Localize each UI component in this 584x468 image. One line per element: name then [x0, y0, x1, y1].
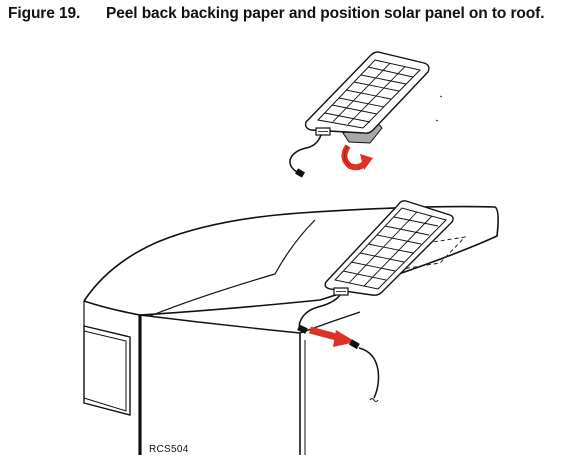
vehicle-body	[83, 205, 499, 455]
placement-outline	[401, 236, 467, 270]
front-window	[83, 325, 131, 416]
panel-cable	[289, 134, 322, 173]
solar-panel-peeling	[289, 51, 443, 178]
roof-ridge	[149, 219, 316, 317]
roof-right-edge	[299, 311, 361, 334]
curved-arrow-icon	[341, 144, 373, 171]
reference-code: RCS504	[149, 444, 189, 455]
figure-caption: Figure 19. Peel back backing paper and po…	[8, 5, 580, 23]
roof-outline	[83, 205, 499, 316]
cable-connector-roof	[297, 324, 308, 334]
vehicle-cable	[349, 339, 380, 402]
solar-panel-on-roof	[297, 200, 454, 334]
figure-title: Peel back backing paper and position sol…	[106, 5, 545, 22]
figure-number: Figure 19.	[8, 5, 81, 22]
cable-connector	[295, 168, 305, 178]
straight-arrow-icon	[309, 326, 356, 347]
